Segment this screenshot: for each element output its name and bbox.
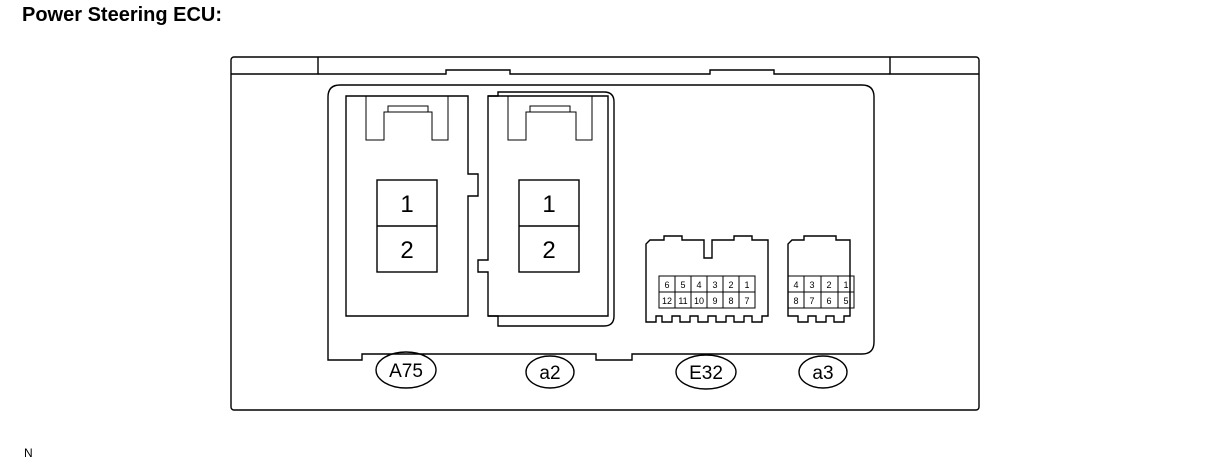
- label-e32-text: E32: [689, 363, 723, 384]
- label-a3: a3: [798, 355, 848, 389]
- connector-a2-body: 1 2: [477, 91, 615, 327]
- connector-e32-body: 6 5 4 3 2 1 12 11 10 9 8 7: [645, 235, 769, 323]
- ecu-housing: [230, 56, 980, 411]
- e32-pin-4: 4: [696, 280, 701, 290]
- a3-pin-3: 3: [809, 280, 814, 290]
- e32-pin-11: 11: [678, 296, 687, 306]
- e32-pin-1: 1: [744, 280, 749, 290]
- label-a2: a2: [525, 355, 575, 389]
- figure-code: N: [24, 446, 33, 460]
- connector-a3-body: 4 3 2 1 8 7 6 5: [787, 235, 855, 323]
- e32-pin-8: 8: [728, 296, 733, 306]
- a75-pin-1: 1: [400, 191, 413, 218]
- e32-pin-12: 12: [662, 296, 672, 306]
- a2-pin-1: 1: [542, 191, 555, 218]
- e32-pin-9: 9: [712, 296, 717, 306]
- e32-pin-3: 3: [712, 280, 717, 290]
- a3-pin-2: 2: [826, 280, 831, 290]
- label-a75: A75: [375, 351, 437, 389]
- e32-pin-7: 7: [744, 296, 749, 306]
- label-a75-text: A75: [389, 361, 423, 382]
- a75-pin-2: 2: [400, 237, 413, 264]
- connector-panel: [327, 84, 875, 361]
- label-a2-text: a2: [539, 363, 560, 384]
- label-a3-text: a3: [812, 363, 833, 384]
- e32-pin-2: 2: [728, 280, 733, 290]
- e32-pin-6: 6: [664, 280, 669, 290]
- a3-pin-8: 8: [793, 296, 798, 306]
- a3-pin-1: 1: [843, 280, 848, 290]
- label-e32: E32: [675, 354, 737, 390]
- a3-pin-4: 4: [793, 280, 798, 290]
- connector-a75-body: 1 2: [345, 95, 479, 317]
- a3-pin-7: 7: [809, 296, 814, 306]
- e32-pin-10: 10: [694, 296, 704, 306]
- a2-pin-2: 2: [542, 237, 555, 264]
- a3-pin-5: 5: [843, 296, 848, 306]
- diagram-title: Power Steering ECU:: [22, 4, 223, 26]
- a3-pin-6: 6: [826, 296, 831, 306]
- e32-pin-5: 5: [680, 280, 685, 290]
